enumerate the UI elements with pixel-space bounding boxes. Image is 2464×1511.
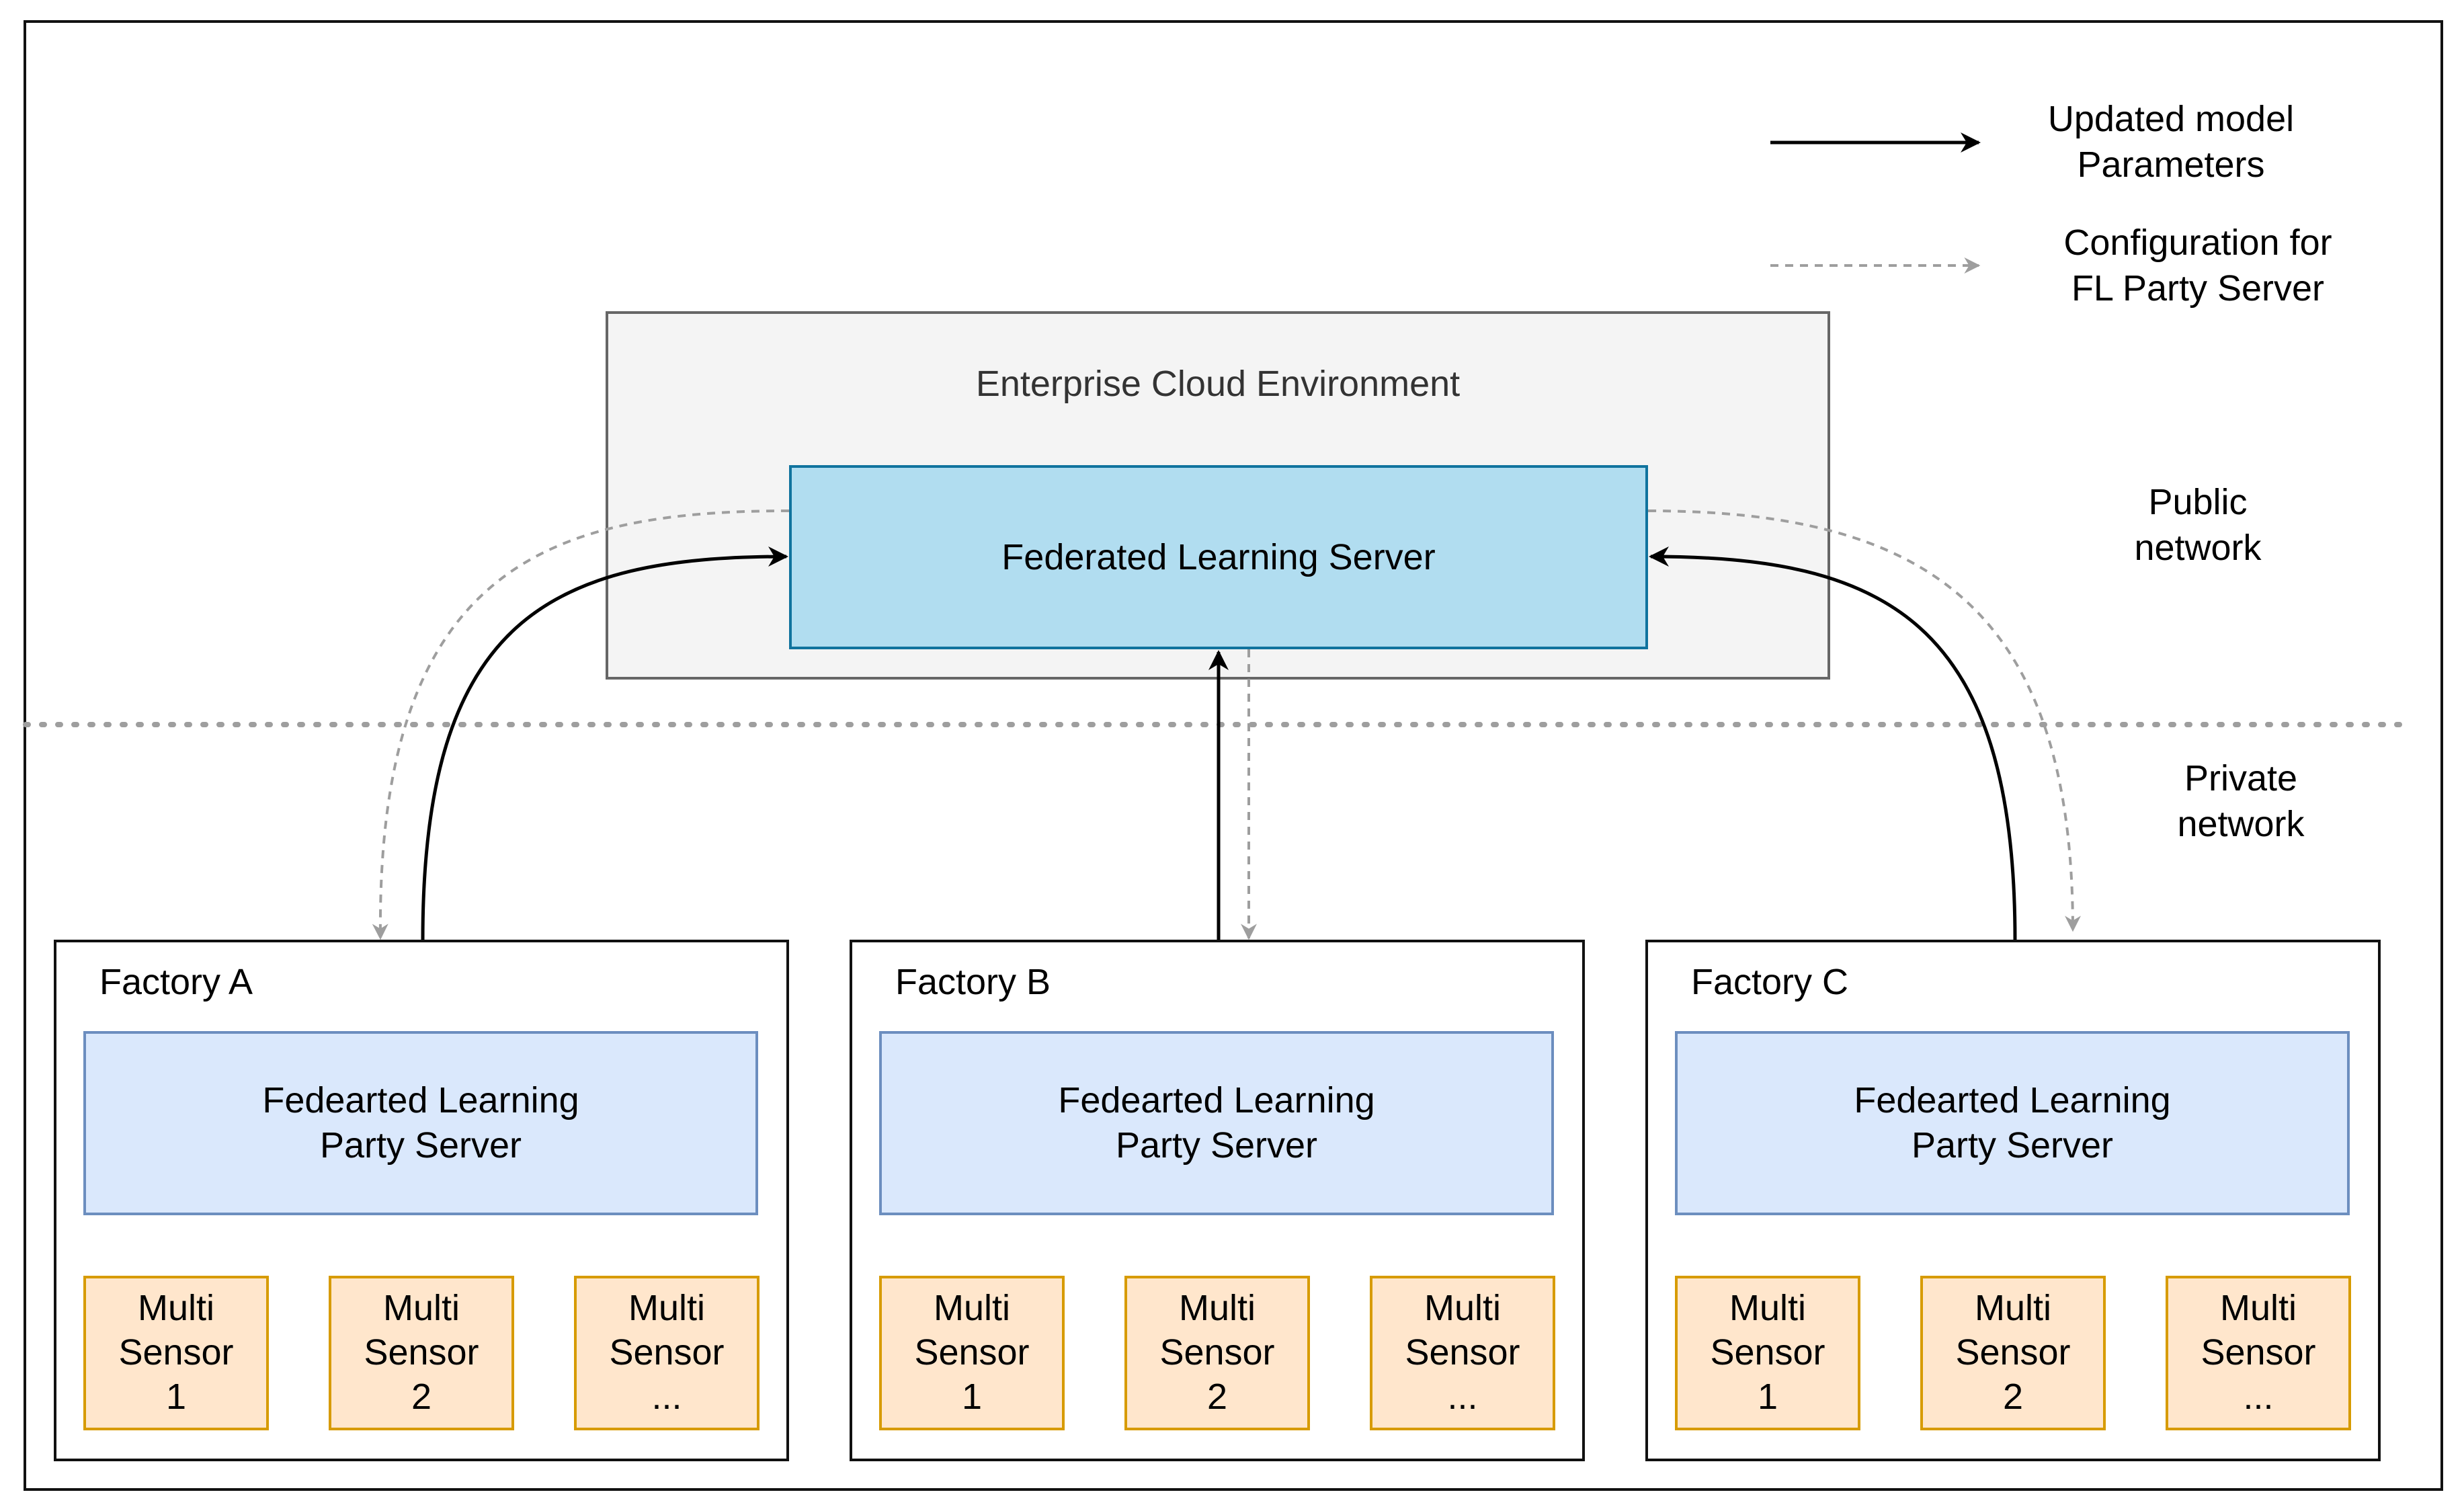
params-arrow-from-factory-c xyxy=(1649,546,2017,940)
sensor-line1: Multi xyxy=(1178,1288,1256,1329)
sensor-line3: 2 xyxy=(411,1376,432,1417)
factory-a-party-server: Fedearted Learning Party Server xyxy=(83,1031,758,1215)
federated-learning-server: Federated Learning Server xyxy=(789,465,1648,649)
legend-solid-label: Updated model Parameters xyxy=(2003,97,2339,188)
sensor-line2: Sensor xyxy=(1405,1332,1520,1373)
federated-learning-server-label: Federated Learning Server xyxy=(1001,537,1436,577)
party-server-line2: Party Server xyxy=(319,1125,522,1166)
config-arrow-to-factory-a xyxy=(372,509,790,940)
sensor-line1: Multi xyxy=(137,1288,214,1329)
sensor-line1: Multi xyxy=(933,1288,1010,1329)
party-server-line2: Party Server xyxy=(1115,1125,1318,1166)
sensor-line1: Multi xyxy=(1729,1288,1806,1329)
legend-dashed-label: Configuration for FL Party Server xyxy=(2030,220,2366,311)
factory-c-sensor-1: Multi Sensor 1 xyxy=(1675,1276,1860,1430)
party-server-line1: Fedearted Learning xyxy=(1854,1079,2171,1120)
sensor-line2: Sensor xyxy=(2201,1332,2316,1373)
factory-b-title: Factory B xyxy=(895,962,1051,1002)
sensor-line2: Sensor xyxy=(914,1332,1030,1373)
factory-c-title: Factory C xyxy=(1691,962,1849,1002)
diagram-frame xyxy=(24,20,2443,1491)
sensor-line2: Sensor xyxy=(118,1332,234,1373)
sensor-line1: Multi xyxy=(2219,1288,2297,1329)
sensor-line1: Multi xyxy=(382,1288,460,1329)
legend-dashed-line1: Configuration for xyxy=(2063,222,2332,263)
party-server-line1: Fedearted Learning xyxy=(262,1079,579,1120)
party-server-line2: Party Server xyxy=(1911,1125,2114,1166)
factory-a-sensor-1: Multi Sensor 1 xyxy=(83,1276,269,1430)
params-arrow-from-factory-a xyxy=(421,546,788,940)
sensor-line1: Multi xyxy=(1974,1288,2051,1329)
sensor-line3: ... xyxy=(1447,1376,1478,1417)
public-network-line2: network xyxy=(2134,527,2262,568)
factory-b-sensor-3: Multi Sensor ... xyxy=(1370,1276,1555,1430)
private-network-label: Private network xyxy=(2106,756,2375,847)
factory-b-party-server: Fedearted Learning Party Server xyxy=(879,1031,1554,1215)
legend-solid-line2: Parameters xyxy=(2077,144,2265,185)
sensor-line3: 1 xyxy=(165,1376,187,1417)
sensor-line3: ... xyxy=(651,1376,682,1417)
factory-b-box xyxy=(850,940,1585,1461)
sensor-line3: 2 xyxy=(2002,1376,2024,1417)
factory-c-box xyxy=(1645,940,2381,1461)
config-arrow-to-factory-c xyxy=(1647,509,2081,932)
sensor-line1: Multi xyxy=(1424,1288,1501,1329)
legend-solid-line1: Updated model xyxy=(2047,99,2295,139)
factory-b-sensor-1: Multi Sensor 1 xyxy=(879,1276,1065,1430)
sensor-line2: Sensor xyxy=(1955,1332,2071,1373)
private-network-line2: network xyxy=(2177,803,2305,844)
sensor-line3: 1 xyxy=(1757,1376,1778,1417)
sensor-line1: Multi xyxy=(628,1288,705,1329)
sensor-line3: ... xyxy=(2243,1376,2274,1417)
sensor-line2: Sensor xyxy=(1159,1332,1275,1373)
sensor-line3: 1 xyxy=(961,1376,983,1417)
factory-a-box xyxy=(54,940,789,1461)
public-network-line1: Public xyxy=(2148,482,2248,522)
factory-a-sensor-2: Multi Sensor 2 xyxy=(329,1276,514,1430)
sensor-line2: Sensor xyxy=(1710,1332,1825,1373)
factory-a-title: Factory A xyxy=(99,962,253,1002)
party-server-line1: Fedearted Learning xyxy=(1058,1079,1375,1120)
public-network-label: Public network xyxy=(2063,480,2332,571)
private-network-line1: Private xyxy=(2184,758,2298,799)
factory-b-sensor-2: Multi Sensor 2 xyxy=(1124,1276,1310,1430)
sensor-line3: 2 xyxy=(1206,1376,1228,1417)
sensor-line2: Sensor xyxy=(609,1332,725,1373)
sensor-line2: Sensor xyxy=(364,1332,479,1373)
factory-a-sensor-3: Multi Sensor ... xyxy=(574,1276,759,1430)
factory-c-sensor-2: Multi Sensor 2 xyxy=(1920,1276,2106,1430)
factory-c-sensor-3: Multi Sensor ... xyxy=(2166,1276,2351,1430)
factory-c-party-server: Fedearted Learning Party Server xyxy=(1675,1031,2350,1215)
legend-dashed-line2: FL Party Server xyxy=(2071,268,2325,309)
enterprise-cloud-title: Enterprise Cloud Environment xyxy=(975,364,1461,404)
